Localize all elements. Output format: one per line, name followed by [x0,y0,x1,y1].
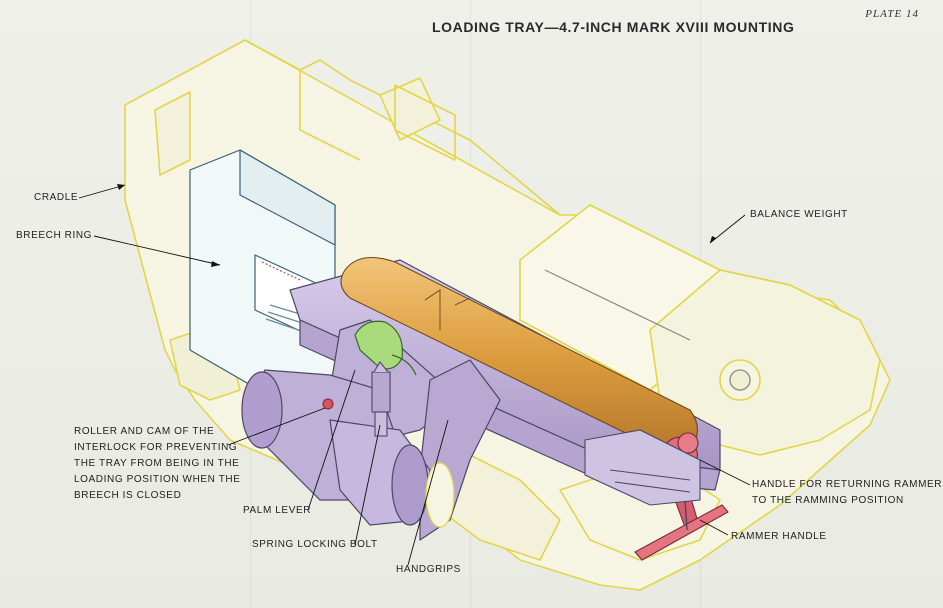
tray-front-carriage [584,429,701,506]
label-cradle: CRADLE [34,192,79,203]
label-balance-weight: BALANCE WEIGHT [750,209,848,220]
label-palm-lever: PALM LEVER [243,505,312,516]
label-handle-returning-rammer: HANDLE FOR RETURNING RAMMER TO THE RAMMI… [752,479,943,506]
cartridge-shell [340,256,699,451]
label-spring-locking-bolt: SPRING LOCKING BOLT [252,539,378,550]
palm-lever-part [354,320,417,376]
leader-arrowheads [117,184,716,267]
plate-number: PLATE 14 [865,8,919,20]
label-rammer-handle: RAMMER HANDLE [731,531,827,542]
label-handgrips: HANDGRIPS [396,564,461,575]
roller-drums [241,369,455,528]
label-roller-cam-interlock: ROLLER AND CAM OF THE INTERLOCK FOR PREV… [74,426,241,501]
diagram-title: LOADING TRAY—4.7-INCH MARK XVIII MOUNTIN… [432,19,795,35]
balance-weight [519,204,881,456]
label-breech-ring: BREECH RING [16,230,93,241]
leader-lines [78,184,751,566]
spring-locking-bolt-part [371,361,391,437]
roller-cam-mark [322,398,334,410]
